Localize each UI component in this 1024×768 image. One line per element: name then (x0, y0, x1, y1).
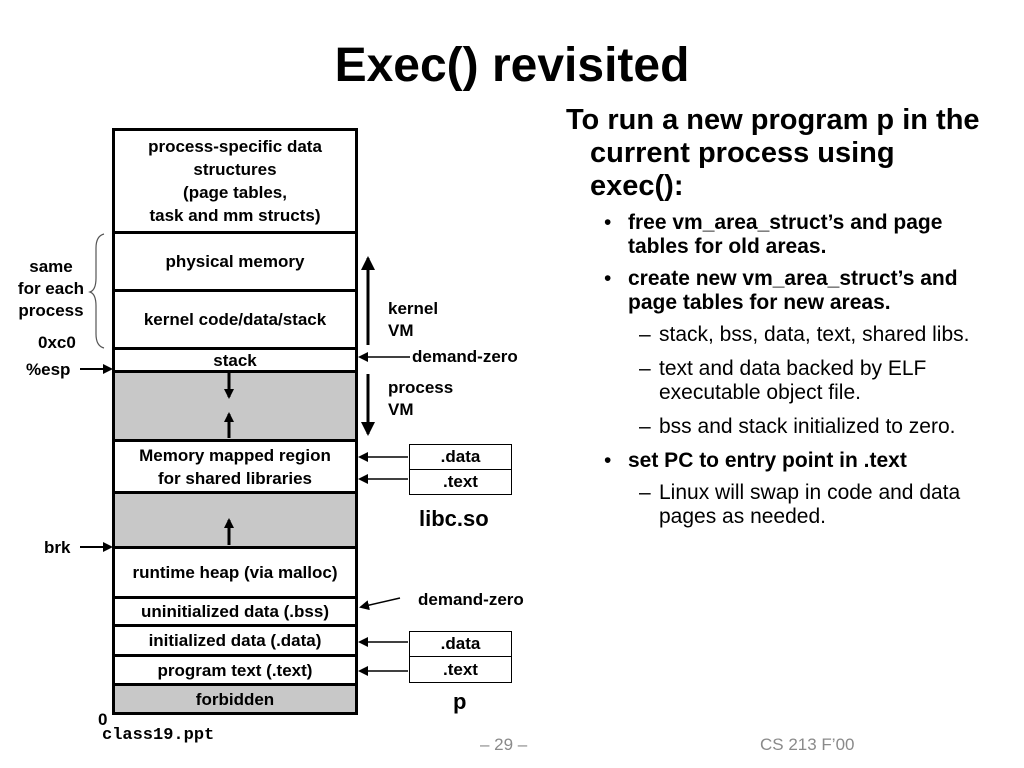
footer-filename: class19.ppt (102, 726, 215, 745)
kernel-vm-label: kernel VM (388, 299, 439, 340)
segment-process-specific-data: process-specific data structures (page t… (112, 128, 358, 234)
sub-bullet-list: stack, bss, data, text, shared libs. tex… (628, 323, 986, 439)
segment-text: program text (.text) (112, 654, 358, 686)
segment-forbidden: forbidden (112, 683, 358, 715)
sub-bullet-list: Linux will swap in code and data pages a… (628, 481, 986, 529)
footer-course: CS 213 F’00 (760, 735, 855, 754)
sub-bullet-item: Linux will swap in code and data pages a… (628, 481, 986, 529)
segment-mmap-shared-libs: Memory mapped region for shared librarie… (112, 439, 358, 494)
bullet-list: free vm_area_struct’s and page tables fo… (566, 211, 986, 529)
bullet-item: create new vm_area_struct’s and page tab… (566, 267, 986, 439)
bullet-text: create new vm_area_struct’s and page tab… (628, 267, 958, 314)
brk-label: brk (44, 538, 71, 557)
slide-title: Exec() revisited (334, 39, 690, 92)
segment-heap-gap (112, 491, 358, 549)
libc-data-box: .data (409, 444, 512, 470)
segment-runtime-heap: runtime heap (via malloc) (112, 546, 358, 599)
p-name-label: p (453, 689, 467, 714)
sub-bullet-item: bss and stack initialized to zero. (628, 415, 986, 439)
same-process-bracket (88, 233, 105, 349)
p-text-box: .text (409, 656, 512, 683)
sub-bullet-item: text and data backed by ELF executable o… (628, 357, 986, 405)
footer-page-number: – 29 – (480, 735, 528, 754)
p-data-box: .data (409, 631, 512, 657)
addr-0xc0-label: 0xc0 (38, 333, 76, 352)
segment-stack-gap (112, 370, 358, 442)
esp-label: %esp (26, 360, 71, 379)
libc-name-label: libc.so (419, 506, 489, 531)
bullet-item: free vm_area_struct’s and page tables fo… (566, 211, 986, 259)
bullet-item: set PC to entry point in .text Linux wil… (566, 449, 986, 529)
bullet-text: free vm_area_struct’s and page tables fo… (628, 211, 943, 258)
same-for-each-process-label: same for each process (17, 257, 85, 320)
address-zero-label: 0 (98, 710, 108, 729)
explanation-panel: To run a new program p in the current pr… (566, 104, 986, 539)
demand-zero-bss-label: demand-zero (418, 590, 524, 609)
demand-zero-bss-arrow (359, 597, 401, 611)
sub-bullet-item: stack, bss, data, text, shared libs. (628, 323, 986, 347)
process-vm-label: process VM (388, 378, 454, 419)
bullet-text: set PC to entry point in .text (628, 449, 907, 472)
libc-text-box: .text (409, 469, 512, 495)
panel-heading: To run a new program p in the current pr… (566, 104, 980, 202)
demand-zero-stack-label: demand-zero (412, 347, 518, 366)
